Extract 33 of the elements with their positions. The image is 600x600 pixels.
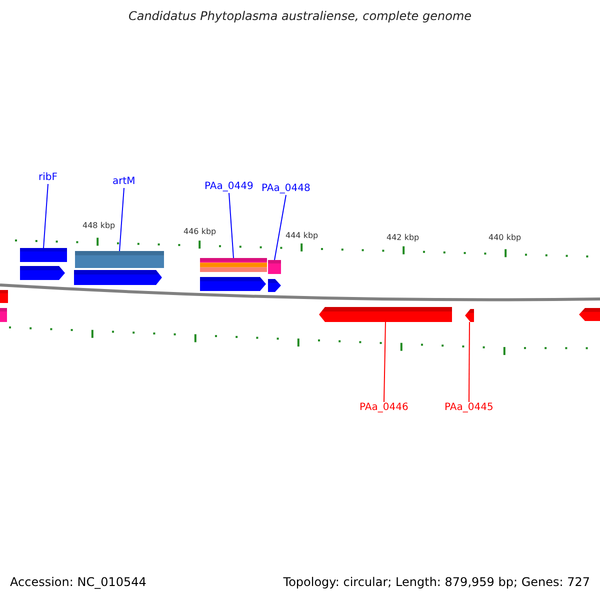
leader-line bbox=[228, 192, 234, 258]
info-text: Accession: NC_010544 bbox=[10, 576, 146, 588]
gene-feature bbox=[268, 279, 281, 292]
title: Candidatus Phytoplasma australiense, complete genome bbox=[127, 10, 473, 22]
gene-bar bbox=[268, 260, 281, 274]
gene-feature bbox=[74, 270, 162, 285]
gene-label: PAa_0445 bbox=[444, 402, 494, 414]
gene-feature bbox=[465, 309, 474, 322]
scale-label: 444 kbp bbox=[286, 230, 318, 242]
gene-label: ribF bbox=[38, 172, 58, 184]
gene-feature bbox=[200, 277, 266, 291]
leader-line bbox=[384, 322, 386, 402]
gene-feature bbox=[20, 266, 65, 280]
gene-label: PAa_0448 bbox=[262, 183, 310, 195]
scale-label: 442 kbp bbox=[386, 232, 420, 244]
gene-bar bbox=[200, 258, 267, 272]
leader-line bbox=[468, 322, 470, 402]
leader-line bbox=[119, 188, 124, 252]
info-text: Topology: circular; Length: 879,959 bp; Genes: 727 bbox=[283, 576, 590, 588]
scale-label: 446 kbp bbox=[184, 226, 216, 238]
scale-label: 440 kbp bbox=[488, 232, 522, 244]
gene-bar bbox=[75, 251, 164, 268]
gene-label: PAa_0449 bbox=[204, 181, 254, 193]
gene-feature bbox=[319, 307, 452, 322]
scale-label: 448 kbp bbox=[82, 220, 116, 232]
gene-feature bbox=[579, 308, 600, 321]
leader-line bbox=[43, 184, 48, 248]
gene-bar bbox=[0, 290, 8, 303]
leader-line bbox=[274, 194, 286, 260]
gene-bar bbox=[0, 308, 7, 322]
gene-label: artM bbox=[112, 176, 136, 188]
gene-bar bbox=[20, 248, 67, 262]
gene-label: PAa_0446 bbox=[360, 402, 408, 414]
